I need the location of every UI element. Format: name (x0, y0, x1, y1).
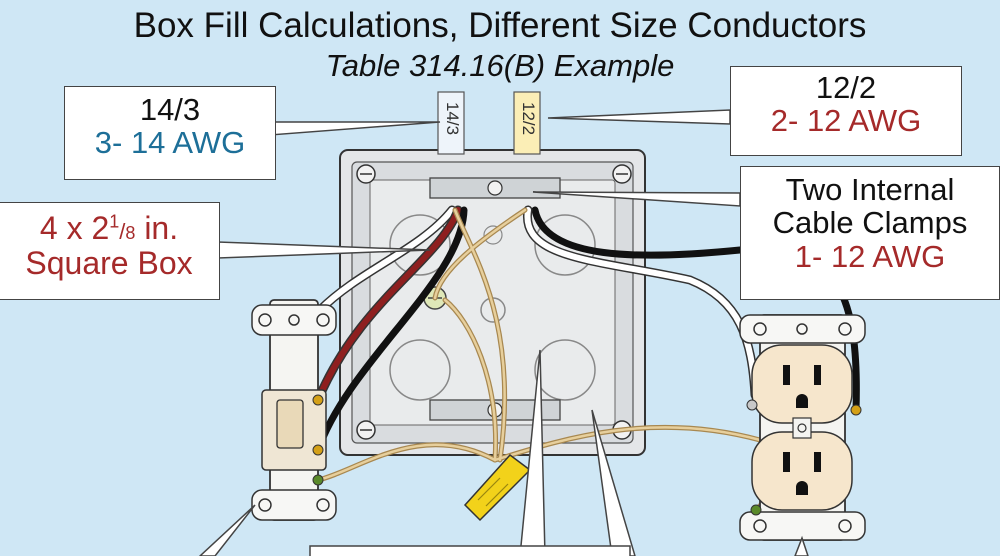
callout-clamps: Two Internal Cable Clamps 1- 12 AWG (740, 166, 1000, 300)
diagram-title: Box Fill Calculations, Different Size Co… (133, 6, 867, 45)
box-size-slash: / (119, 219, 126, 244)
cable-tag-label-14-3: 14/3 (443, 102, 462, 136)
callout-clamps-line1: Two Internal (785, 172, 955, 207)
cable-tag-14-3 (437, 91, 465, 155)
cable-tag-label-12-2: 12/2 (519, 102, 538, 136)
cable-tag-12-2 (513, 91, 541, 155)
black-wire-14 (314, 206, 468, 454)
switch-device (251, 299, 337, 521)
callout-clamps-line2: Cable Clamps (772, 205, 968, 241)
callout-box-size: 4 x 21/8 in. (0, 211, 219, 246)
callout-12-2: 12/2 2- 12 AWG (730, 66, 962, 156)
box-size-den: 8 (125, 223, 136, 243)
callout-clamps-count: 1- 12 AWG (794, 238, 946, 274)
callout-12-2-count: 2- 12 AWG (770, 103, 922, 139)
callout-12-2-cable: 12/2 (815, 70, 877, 105)
bottom-callout-stub (309, 545, 631, 556)
diagram-subtitle: Table 314.16(B) Example (325, 48, 675, 83)
callout-box-type: Square Box (25, 244, 193, 281)
receptacle-device (739, 314, 866, 541)
callout-14-3: 14/3 3- 14 AWG (64, 86, 276, 180)
box-size-num: 1 (109, 211, 120, 232)
wire-nut-icon (463, 453, 532, 522)
callout-14-3-count: 3- 14 AWG (94, 125, 246, 161)
callout-pointers (198, 109, 809, 556)
box-size-unit: in. (135, 210, 179, 246)
box-size-whole: 4 x 2 (39, 210, 110, 246)
callout-14-3-cable: 14/3 (139, 92, 201, 127)
callout-square-box: 4 x 21/8 in. Square Box (0, 202, 220, 300)
